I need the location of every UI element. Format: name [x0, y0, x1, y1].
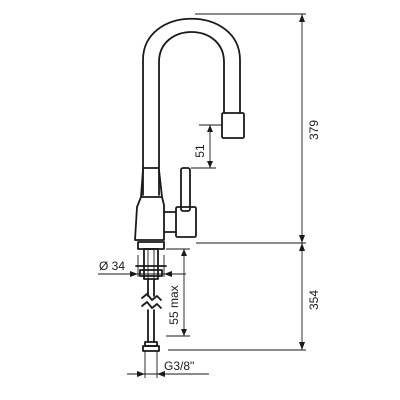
dimension-thread: G3/8"	[127, 351, 209, 378]
faucet-body	[134, 167, 165, 241]
supply-hoses	[141, 278, 162, 352]
diameter-label: Ø 34	[99, 259, 125, 273]
dimension-diameter: Ø 34	[98, 255, 186, 277]
below-deck-label: 354	[307, 290, 321, 310]
mounting-stud	[135, 241, 167, 280]
dimension-spout-drop: 51	[191, 124, 223, 169]
thread-label: G3/8"	[164, 359, 194, 373]
faucet-spout	[142, 18, 245, 196]
faucet-lever	[163, 167, 197, 238]
spout-drop-label: 51	[193, 144, 207, 158]
total-height-label: 379	[307, 120, 321, 140]
dimension-below-deck: 354	[168, 243, 321, 351]
max-deck-label: 55 max	[167, 285, 181, 324]
dimension-max-deck: 55 max	[166, 248, 190, 337]
dimension-total-height: 379	[195, 13, 321, 244]
